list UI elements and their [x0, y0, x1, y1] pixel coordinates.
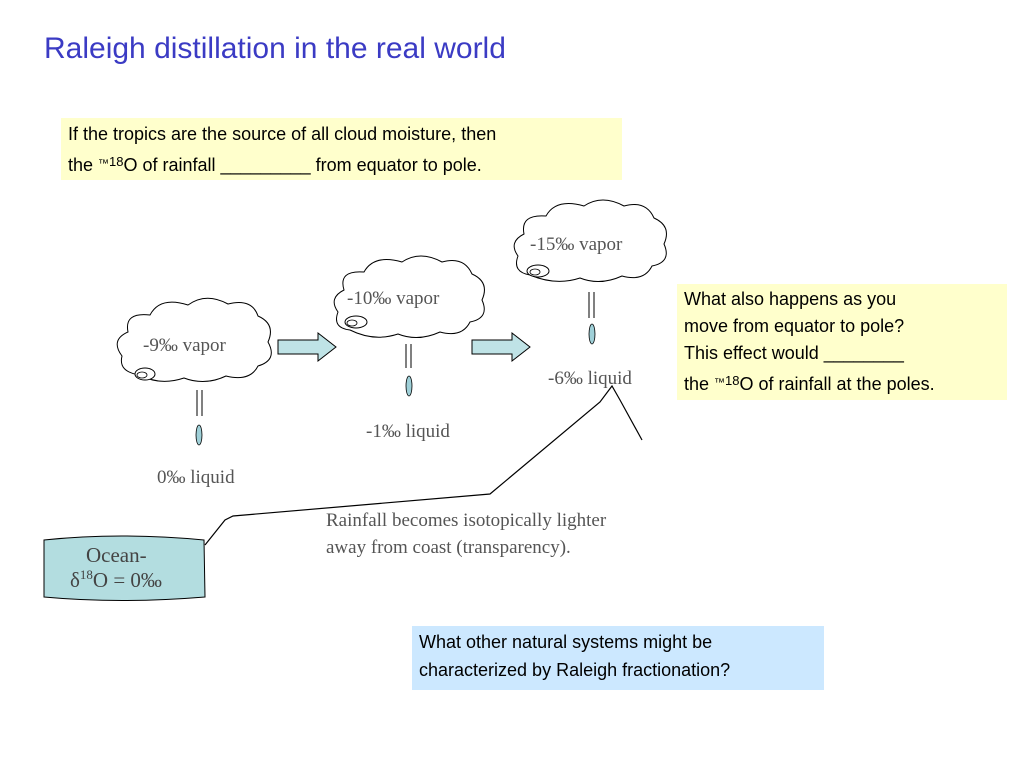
diagram-caption: away from coast (transparency). — [326, 537, 571, 558]
raindrop — [588, 323, 596, 345]
cloud-puff — [134, 367, 156, 381]
slide-title: Raleigh distillation in the real world — [44, 32, 506, 65]
question-line: What other natural systems might be — [419, 632, 713, 652]
cloud-2: -10‰ vapor -1‰ liquid — [333, 255, 485, 442]
raindrop — [405, 375, 413, 397]
arrow-right — [471, 331, 531, 363]
terrain-profile — [204, 384, 643, 546]
cloud-3: -15‰ vapor -6‰ liquid — [513, 199, 667, 389]
liquid-label: -6‰ liquid — [548, 368, 632, 389]
question-line: characterized by Raleigh fractionation? — [419, 660, 731, 680]
cloud-shape — [513, 199, 667, 282]
ocean-delta-label: δ18O = 0‰ — [70, 567, 162, 592]
cloud-shape — [333, 255, 485, 338]
cloud-puff — [344, 315, 368, 329]
cloud-shape — [116, 297, 272, 382]
question-line: the ™18O of rainfall _________ from equa… — [68, 154, 482, 175]
raindrop — [195, 424, 203, 446]
arrow-right — [277, 331, 337, 363]
question-box-poles: What also happens as you move from equat… — [677, 284, 1007, 400]
ocean-label: Ocean- — [86, 543, 147, 567]
question-box-systems: What other natural systems might be char… — [412, 626, 824, 690]
cloud-puff — [526, 264, 550, 278]
delta-symbol: ™ — [98, 158, 110, 170]
question-box-tropics: If the tropics are the source of all clo… — [61, 118, 622, 180]
diagram-caption: Rainfall becomes isotopically lighter — [326, 510, 607, 531]
ocean-shape — [43, 535, 206, 601]
liquid-label: -1‰ liquid — [366, 421, 450, 442]
vapor-label: -15‰ vapor — [530, 234, 623, 255]
question-line: the ™18O of rainfall at the poles. — [684, 373, 935, 394]
vapor-label: -10‰ vapor — [347, 288, 440, 309]
liquid-label: 0‰ liquid — [157, 467, 235, 488]
question-line: move from equator to pole? — [684, 316, 905, 336]
question-line: What also happens as you — [684, 289, 897, 309]
cloud-1: -9‰ vapor 0‰ liquid — [116, 297, 272, 488]
question-line: If the tropics are the source of all clo… — [68, 124, 497, 144]
question-line: This effect would ________ — [684, 343, 904, 363]
vapor-label: -9‰ vapor — [143, 335, 227, 356]
delta-symbol: ™ — [714, 377, 726, 389]
